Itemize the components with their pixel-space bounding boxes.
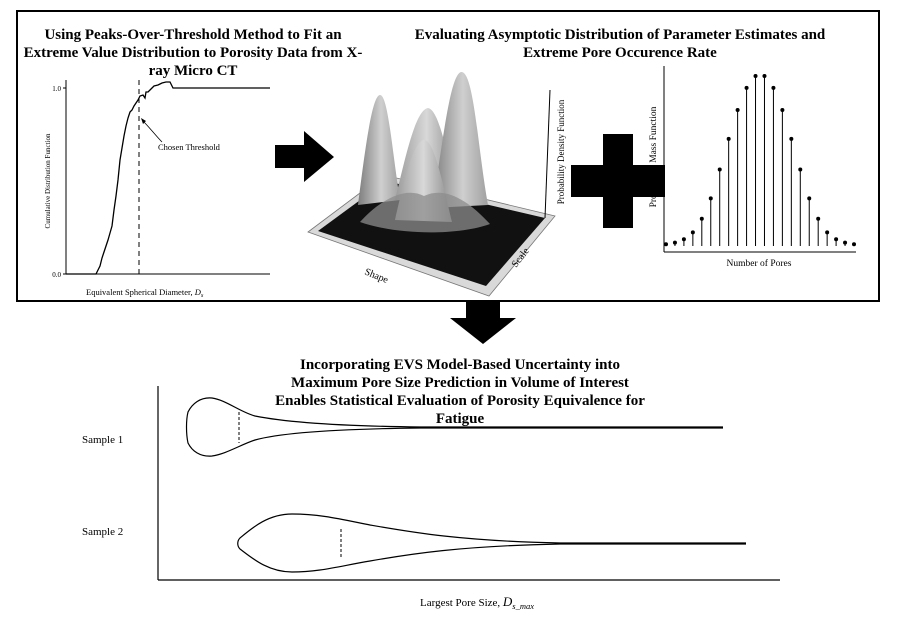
cdf-xlabel: Equivalent Spherical Diameter, Ds	[86, 287, 204, 299]
surface-peak-left	[358, 95, 400, 205]
plus-icon	[571, 134, 665, 228]
chosen-threshold-label: Chosen Threshold	[158, 142, 221, 152]
pmf-ylabel: Probability Mass Function	[649, 106, 659, 207]
pmf-point	[852, 242, 856, 247]
pmf-point	[744, 85, 749, 90]
pmf-point	[726, 136, 731, 141]
surface-xlabel: Shape	[363, 267, 390, 287]
pmf-plot: Probability Mass Function Number of Pore…	[649, 66, 856, 269]
threshold-arrow-head	[141, 118, 146, 124]
surface-plot: Probability Density Function Shape Scale	[307, 71, 566, 297]
cdf-curve	[66, 81, 270, 275]
pmf-point	[672, 240, 677, 245]
pmf-xlabel: Number of Pores	[727, 258, 792, 269]
violin-xlabel: Largest Pore Size, Ds_max	[420, 594, 534, 611]
pmf-point	[771, 85, 776, 90]
pmf-point	[681, 237, 686, 242]
surface-back-axis	[544, 89, 551, 219]
cdf-ylabel: Cumulative Distribution Function	[44, 133, 52, 228]
surface-ridge-front	[360, 192, 490, 233]
pmf-point	[699, 216, 704, 221]
pmf-point	[789, 136, 794, 141]
right-arrow	[275, 131, 334, 182]
pmf-point	[753, 74, 758, 78]
pmf-point	[762, 74, 767, 78]
sample-1-label: Sample 1	[82, 434, 123, 446]
threshold-annotation-arrow	[142, 120, 163, 143]
cdf-ytick-bottom-label: 0.0	[52, 271, 61, 279]
pmf-point	[816, 216, 821, 221]
surface-peak-right	[432, 71, 488, 208]
right-panel-title: Evaluating Asymptotic Distribution of Pa…	[414, 27, 826, 61]
pmf-point	[798, 167, 803, 172]
surface-base	[318, 181, 545, 286]
pmf-point	[843, 240, 848, 245]
pmf-point	[664, 242, 668, 247]
top-panel-frame	[16, 10, 880, 302]
sample-2-label: Sample 2	[82, 526, 123, 538]
pmf-point	[834, 237, 839, 242]
left-panel-title: Using Peaks-Over-Threshold Method to Fit…	[23, 27, 363, 79]
pmf-point	[735, 108, 740, 112]
surface-zlabel: Probability Density Function	[556, 99, 566, 204]
bottom-title: Incorporating EVS Model-Based Uncertaint…	[275, 357, 645, 427]
pmf-point	[708, 196, 713, 201]
cdf-ytick-top-label: 1.0	[52, 85, 61, 93]
sample-2-violin	[237, 513, 746, 573]
pmf-point	[807, 196, 812, 201]
pmf-point	[690, 230, 695, 235]
sample-1-violin	[185, 397, 723, 457]
cdf-plot: 1.0 0.0 Cumulative Distribution Function…	[44, 80, 270, 299]
pmf-stems	[664, 74, 856, 247]
pmf-point	[717, 167, 722, 172]
violin-plot: Sample 1 Sample 2 Largest Pore Size, Ds_…	[82, 386, 780, 611]
down-arrow	[450, 300, 516, 344]
pmf-point	[825, 230, 830, 235]
pmf-point	[780, 108, 785, 112]
